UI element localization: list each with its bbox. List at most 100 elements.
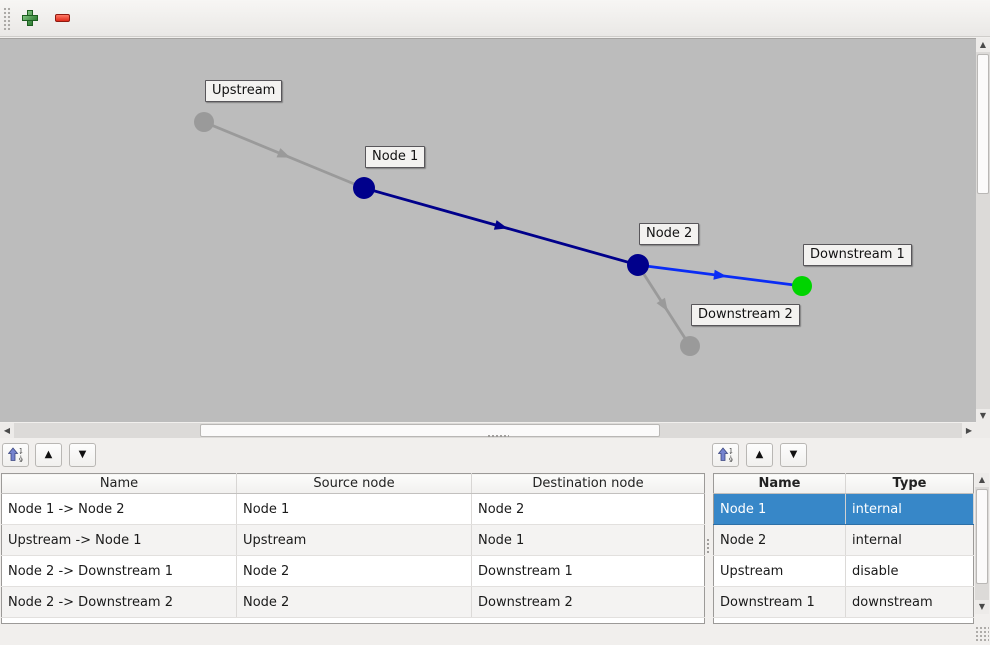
vertical-pane-splitter[interactable] [706, 538, 711, 554]
sort-ascending-icon: 1 9 [7, 447, 23, 463]
scroll-down-button[interactable]: ▼ [975, 600, 989, 614]
window-resize-grip[interactable] [975, 626, 989, 642]
scroll-left-button[interactable]: ◀ [0, 423, 14, 438]
table-cell: Node 2 -> Downstream 2 [1, 586, 237, 618]
edge-arrow-icon [713, 269, 727, 280]
edges-move-up-button[interactable]: ▲ [35, 443, 62, 467]
nodes-move-up-button[interactable]: ▲ [746, 443, 773, 467]
triangle-down-icon: ▼ [979, 411, 987, 420]
edge-arrow-icon [493, 220, 508, 230]
triangle-down-icon: ▼ [789, 449, 798, 460]
canvas-hscrollbar[interactable]: ◀ ▶ [0, 423, 976, 438]
triangle-down-icon: ▼ [978, 602, 986, 611]
bottom-panel: 1 9 ▲ ▼ 1 9 ▲ ▼ Name Source node Des [0, 439, 990, 645]
table-cell: Node 1 [713, 493, 846, 525]
svg-text:9: 9 [19, 457, 23, 463]
edges-column-header-name[interactable]: Name [1, 473, 237, 494]
table-cell: Node 2 -> Downstream 1 [1, 555, 237, 587]
nodes-table-header-row: Name Type [713, 473, 974, 494]
table-cell: Upstream [713, 555, 846, 587]
svg-text:1: 1 [19, 448, 23, 455]
table-cell: Node 2 [471, 493, 705, 525]
svg-text:9: 9 [729, 457, 733, 463]
table-cell: Upstream [236, 524, 472, 556]
table-cell: Node 1 -> Node 2 [1, 493, 237, 525]
triangle-up-icon: ▲ [755, 449, 764, 460]
nodes-column-header-name[interactable]: Name [713, 473, 846, 494]
edges-move-down-button[interactable]: ▼ [69, 443, 96, 467]
graph-node[interactable] [194, 112, 214, 132]
main-toolbar [0, 0, 990, 37]
empty-row [713, 617, 974, 624]
horizontal-pane-splitter[interactable] [487, 434, 509, 439]
table-cell: Downstream 1 [471, 555, 705, 587]
sort-ascending-icon: 1 9 [717, 447, 733, 463]
table-cell: internal [845, 524, 974, 556]
table-cell: disable [845, 555, 974, 587]
edge-arrow-icon [276, 148, 291, 158]
edges-table-header-row: Name Source node Destination node [1, 473, 705, 494]
table-cell: internal [845, 493, 974, 525]
table-cell: Downstream 2 [471, 586, 705, 618]
graph-node[interactable] [680, 336, 700, 356]
node-label[interactable]: Downstream 2 [691, 304, 800, 326]
graph-node[interactable] [353, 177, 375, 199]
add-node-button[interactable] [17, 5, 43, 31]
graph-node[interactable] [792, 276, 812, 296]
scroll-up-button[interactable]: ▲ [975, 473, 989, 487]
node-label[interactable]: Node 2 [639, 223, 700, 245]
triangle-up-icon: ▲ [979, 40, 987, 49]
edge-arrow-icon [656, 297, 668, 312]
table-cell: Node 2 [236, 586, 472, 618]
graph-svg [194, 112, 812, 356]
nodes-column-header-type[interactable]: Type [845, 473, 974, 494]
table-cell: Node 2 [236, 555, 472, 587]
table-cell: Node 2 [713, 524, 846, 556]
scroll-down-button[interactable]: ▼ [976, 409, 990, 423]
empty-row [1, 617, 705, 624]
canvas-vscrollbar[interactable]: ▲ ▼ [976, 38, 990, 423]
table-cell: Node 1 [236, 493, 472, 525]
toolbar-drag-handle[interactable] [3, 7, 11, 30]
table-cell: downstream [845, 586, 974, 618]
triangle-down-icon: ▼ [78, 449, 87, 460]
node-label[interactable]: Downstream 1 [803, 244, 912, 266]
edges-column-header-destination[interactable]: Destination node [471, 473, 705, 494]
hscroll-thumb[interactable] [200, 424, 660, 437]
remove-icon [54, 14, 70, 22]
vscroll-thumb[interactable] [976, 489, 988, 584]
triangle-up-icon: ▲ [978, 475, 986, 484]
table-cell: Downstream 1 [713, 586, 846, 618]
svg-text:1: 1 [729, 448, 733, 455]
edges-column-header-source[interactable]: Source node [236, 473, 472, 494]
graph-node[interactable] [627, 254, 649, 276]
scroll-right-button[interactable]: ▶ [962, 423, 976, 438]
scroll-up-button[interactable]: ▲ [976, 38, 990, 52]
node-label[interactable]: Upstream [205, 80, 283, 102]
scrollbar-corner [976, 423, 990, 438]
triangle-left-icon: ◀ [3, 425, 11, 435]
nodes-sort-button[interactable]: 1 9 [712, 443, 739, 467]
triangle-up-icon: ▲ [44, 449, 53, 460]
add-icon [22, 10, 38, 26]
edges-sort-button[interactable]: 1 9 [2, 443, 29, 467]
vscroll-thumb[interactable] [977, 54, 989, 194]
nodes-table-vscrollbar[interactable]: ▲ ▼ [975, 473, 989, 614]
node-label[interactable]: Node 1 [365, 146, 426, 168]
table-cell: Upstream -> Node 1 [1, 524, 237, 556]
edges-table: Name Source node Destination node Node 1… [1, 473, 705, 624]
triangle-right-icon: ▶ [965, 425, 973, 435]
remove-node-button[interactable] [49, 5, 75, 31]
nodes-move-down-button[interactable]: ▼ [780, 443, 807, 467]
